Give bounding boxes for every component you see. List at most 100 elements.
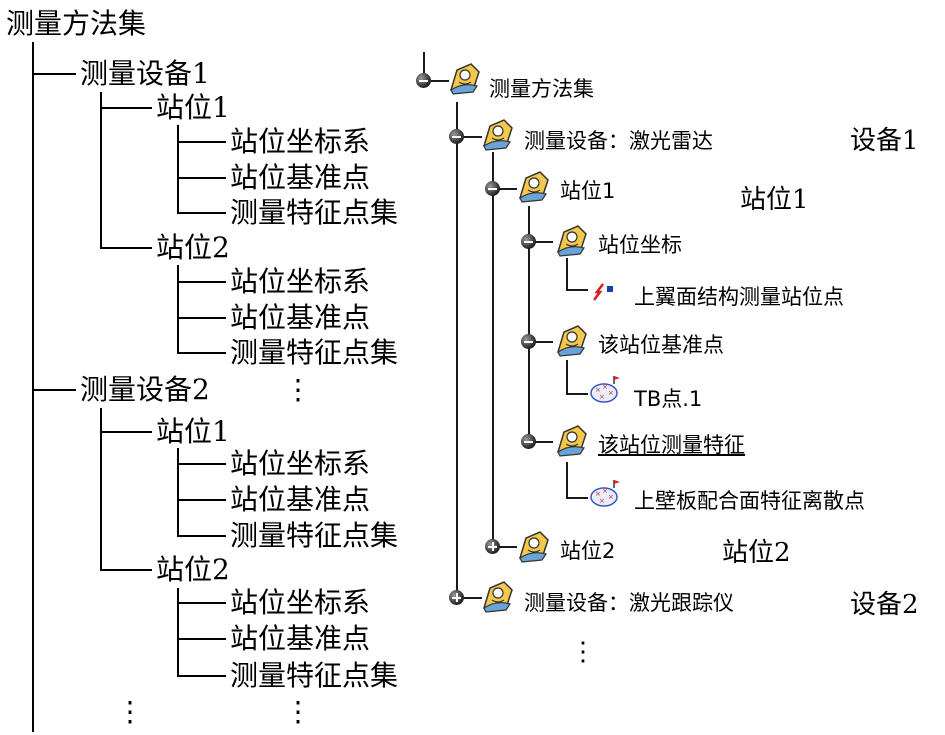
point-cloud-icon[interactable]: ×××× bbox=[588, 478, 624, 508]
collapse-node-icon[interactable] bbox=[521, 234, 536, 249]
tree-line bbox=[32, 73, 76, 75]
svg-text:×: × bbox=[608, 493, 614, 501]
tree-item-label[interactable]: 测量设备：激光跟踪仪 bbox=[524, 591, 734, 615]
ellipsis: ⋮ bbox=[284, 695, 312, 728]
tree-line bbox=[431, 80, 449, 82]
tree-line bbox=[499, 546, 517, 548]
tree-item-icon[interactable] bbox=[480, 116, 516, 152]
tree-item-icon[interactable] bbox=[447, 60, 483, 96]
station-label: 站位2 bbox=[156, 553, 230, 586]
tree-line bbox=[456, 102, 458, 600]
datum-points-label: 站位基准点 bbox=[230, 622, 371, 655]
tree-line bbox=[177, 141, 226, 143]
device-label: 测量设备1 bbox=[80, 57, 210, 90]
collapse-node-icon[interactable] bbox=[485, 181, 500, 196]
tree-item-icon[interactable] bbox=[516, 168, 552, 204]
tree-item-icon[interactable] bbox=[516, 528, 552, 564]
station-label: 站位1 bbox=[156, 91, 230, 124]
tree-line bbox=[100, 92, 102, 248]
tree-item-icon[interactable] bbox=[554, 222, 590, 258]
tree-line bbox=[100, 431, 152, 433]
feature-point-set-label: 测量特征点集 bbox=[230, 519, 399, 552]
tree-item-label[interactable]: 站位坐标 bbox=[598, 233, 682, 257]
tree-item-label[interactable]: 站位1 bbox=[560, 179, 616, 203]
coord-system-label: 站位坐标系 bbox=[230, 125, 371, 158]
station-label: 站位2 bbox=[156, 231, 230, 264]
svg-text:×: × bbox=[602, 383, 608, 391]
tree-item-label[interactable]: TB点.1 bbox=[634, 387, 703, 411]
tree-item-icon[interactable] bbox=[480, 578, 516, 614]
coord-system-label: 站位坐标系 bbox=[230, 447, 371, 480]
tree-item-label[interactable]: 上壁板配合面特征离散点 bbox=[634, 489, 865, 513]
tree-line bbox=[177, 675, 226, 677]
tree-line bbox=[177, 265, 179, 353]
tree-line bbox=[535, 241, 553, 243]
ellipsis: ⋮ bbox=[570, 637, 596, 667]
annotation-station1: 站位1 bbox=[740, 185, 809, 215]
tree-line bbox=[100, 569, 152, 571]
datum-points-label: 站位基准点 bbox=[230, 161, 371, 194]
tree-line bbox=[32, 42, 34, 732]
annotation-station2: 站位2 bbox=[722, 538, 791, 568]
point-cloud-icon[interactable]: ×××× bbox=[588, 374, 624, 404]
tree-line bbox=[177, 352, 226, 354]
tree-line bbox=[177, 535, 226, 537]
tree-line bbox=[528, 206, 530, 442]
tree-item-label[interactable]: 测量设备：激光雷达 bbox=[524, 129, 713, 153]
tree-line bbox=[177, 125, 179, 213]
tree-line bbox=[177, 448, 179, 536]
svg-text:×: × bbox=[599, 393, 605, 401]
collapse-node-icon[interactable] bbox=[416, 73, 431, 88]
ellipsis: ⋮ bbox=[284, 373, 312, 406]
collapse-node-icon[interactable] bbox=[521, 334, 536, 349]
tree-line bbox=[464, 597, 482, 599]
tree-line bbox=[177, 317, 226, 319]
datum-points-label: 站位基准点 bbox=[230, 301, 371, 334]
coord-system-label: 站位坐标系 bbox=[230, 586, 371, 619]
svg-text:×: × bbox=[595, 386, 601, 394]
svg-text:×: × bbox=[595, 490, 601, 498]
collapse-node-icon[interactable] bbox=[449, 129, 464, 144]
tree-line bbox=[177, 177, 226, 179]
tree-item-label[interactable]: 该站位测量特征 bbox=[598, 433, 745, 457]
tree-line bbox=[492, 152, 494, 544]
tree-line bbox=[566, 289, 588, 291]
root-label: 测量方法集 bbox=[6, 7, 147, 40]
tree-line bbox=[32, 389, 76, 391]
tree-line bbox=[177, 638, 226, 640]
collapse-node-icon[interactable] bbox=[521, 434, 536, 449]
tree-line bbox=[177, 212, 226, 214]
tree-item-label[interactable]: 上翼面结构测量站位点 bbox=[634, 285, 844, 309]
tree-line bbox=[566, 497, 588, 499]
tree-item-label[interactable]: 该站位基准点 bbox=[598, 333, 724, 357]
svg-text:×: × bbox=[608, 389, 614, 397]
device-label: 测量设备2 bbox=[80, 373, 210, 406]
tree-line bbox=[177, 281, 226, 283]
tree-line bbox=[566, 360, 568, 394]
expand-node-icon[interactable] bbox=[485, 539, 500, 554]
tree-line bbox=[566, 393, 588, 395]
tree-line bbox=[499, 188, 517, 190]
point-icon[interactable] bbox=[590, 280, 618, 302]
ellipsis: ⋮ bbox=[116, 695, 144, 728]
coord-system-label: 站位坐标系 bbox=[230, 265, 371, 298]
expand-node-icon[interactable] bbox=[449, 590, 464, 605]
feature-point-set-label: 测量特征点集 bbox=[230, 196, 399, 229]
tree-line bbox=[100, 107, 152, 109]
tree-line bbox=[177, 499, 226, 501]
svg-text:×: × bbox=[602, 487, 608, 495]
tree-item-label[interactable]: 站位2 bbox=[560, 539, 616, 563]
tree-line bbox=[423, 52, 425, 78]
tree-line bbox=[535, 441, 553, 443]
tree-line bbox=[535, 341, 553, 343]
tree-line bbox=[100, 408, 102, 570]
tree-line bbox=[177, 602, 226, 604]
tree-line bbox=[177, 463, 226, 465]
datum-points-label: 站位基准点 bbox=[230, 483, 371, 516]
tree-item-icon[interactable] bbox=[554, 422, 590, 458]
tree-item-label[interactable]: 测量方法集 bbox=[489, 77, 594, 101]
feature-point-set-label: 测量特征点集 bbox=[230, 336, 399, 369]
tree-item-icon[interactable] bbox=[554, 322, 590, 358]
